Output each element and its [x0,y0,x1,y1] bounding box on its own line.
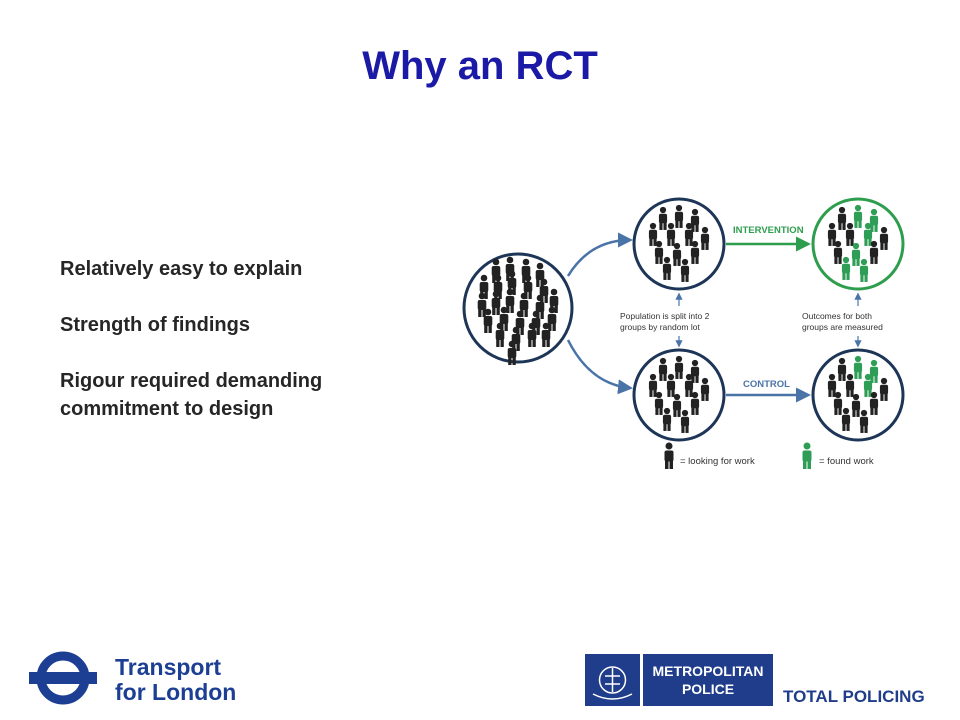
person-icon [666,222,676,246]
person-icon [672,393,682,417]
person-icon [654,391,664,415]
person-icon [479,274,489,299]
met-line1: METROPOLITAN [653,663,764,679]
tfl-line2: for London [115,679,236,705]
met-police-logo: METROPOLITAN POLICE TOTAL POLICING [585,654,925,706]
person-icon [869,240,879,264]
person-icon [515,310,525,335]
person-icon [527,322,537,347]
bullet-list: Relatively easy to explain Strength of f… [60,255,390,451]
bullet-item: Rigour required demanding commitment to … [60,370,323,420]
person-icon [863,222,873,246]
person-icon [680,258,690,282]
bullet-item: Relatively easy to explain [60,258,303,280]
person-icon [684,222,694,246]
person-icon [547,306,557,331]
split-note-line2: groups by random lot [620,322,700,332]
person-icon [690,240,700,264]
person-icon [684,373,694,397]
legend-looking-label: = looking for work [680,456,755,467]
person-icon [483,308,493,333]
legend-looking-person-icon [664,442,674,469]
person-icon [505,288,515,313]
person-icon [491,290,501,315]
person-icon [674,355,684,379]
person-icon [507,340,517,365]
legend-found-label: = found work [819,456,874,467]
person-icon [827,373,837,397]
met-line2: POLICE [682,681,734,697]
met-name-box [643,654,773,706]
person-icon [841,407,851,431]
person-icon [853,204,863,228]
person-icon [869,391,879,415]
person-icon [859,258,869,282]
person-icon [837,206,847,230]
person-icon [869,208,879,232]
person-icon [662,256,672,280]
slide-title: Why an RCT [362,44,598,88]
person-icon [690,391,700,415]
split-arrow-up [566,232,633,277]
roundel-bar-icon [29,672,97,684]
person-icon [674,204,684,228]
person-icon [833,240,843,264]
person-icon [690,208,700,232]
legend-found-person-icon [802,442,812,469]
outcome-note-line2: groups are measured [802,322,883,332]
person-icon [654,240,664,264]
person-icon [879,226,889,250]
person-icon [658,206,668,230]
person-icon [700,377,710,401]
person-icon [511,326,521,351]
outcome-note-line1: Outcomes for both [802,311,872,321]
person-icon [827,222,837,246]
person-icon [662,407,672,431]
tfl-line1: Transport [115,654,221,680]
people-layer [477,204,889,433]
person-icon [680,409,690,433]
person-icon [690,359,700,383]
control-label: CONTROL [743,379,790,390]
split-note-line1: Population is split into 2 [620,311,710,321]
person-icon [869,359,879,383]
split-arrow-down [566,339,633,395]
person-icon [658,357,668,381]
person-icon [863,373,873,397]
person-icon [879,377,889,401]
intervention-label: INTERVENTION [733,225,804,236]
rct-diagram: INTERVENTION CONTROL Population is split… [462,197,905,469]
person-icon [859,409,869,433]
bullet-item: Strength of findings [60,314,250,336]
crest-icon [592,666,633,700]
person-icon [841,256,851,280]
person-icon [851,242,861,266]
person-icon [853,355,863,379]
person-icon [833,391,843,415]
person-icon [477,292,487,317]
tagline: TOTAL POLICING [783,687,925,706]
person-icon [837,357,847,381]
person-icon [648,222,658,246]
person-icon [672,242,682,266]
person-icon [845,222,855,246]
person-icon [700,226,710,250]
tfl-logo: Transport for London [29,651,236,705]
person-icon [845,373,855,397]
person-icon [648,373,658,397]
person-icon [851,393,861,417]
person-icon [666,373,676,397]
person-icon [541,322,551,347]
person-icon [495,322,505,347]
